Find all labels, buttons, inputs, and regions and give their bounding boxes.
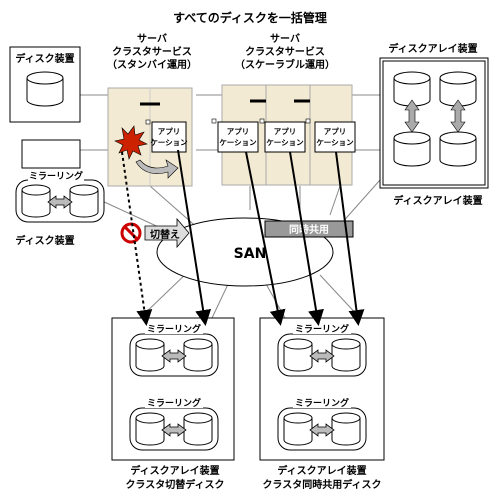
network-lines	[80, 94, 381, 319]
app-scalable-3-line2: ケーション	[316, 138, 354, 147]
bl-mirror-1-label: ミラーリング	[147, 323, 201, 335]
br-caption-2: クラスタ同時共用ディスク	[262, 478, 381, 491]
app-scalable-1: アプリ ケーション	[217, 121, 259, 153]
shared-label: 同時共用	[289, 223, 329, 236]
disk-device-bottom-label: ディスク装置	[15, 234, 74, 247]
san-label: SAN	[234, 246, 267, 262]
app-standby: アプリ ケーション	[150, 121, 188, 153]
app-scalable-2: アプリ ケーション	[264, 121, 306, 153]
bl-caption-1: ディスクアレイ装置	[130, 464, 219, 477]
switch-label: 切替え	[150, 228, 180, 241]
br-mirror-1	[277, 333, 367, 377]
bl-caption-2: クラスタ切替ディスク	[125, 478, 224, 491]
br-mirror-2-bg	[293, 397, 351, 408]
disk-device-top-cylinder	[26, 71, 64, 107]
right-array-label-bottom: ディスクアレイ装置	[393, 194, 482, 207]
bl-mirror-1-bg	[145, 323, 203, 334]
scalable-arrow-2	[289, 151, 324, 326]
server-scalable-line1: サーバ	[270, 33, 300, 45]
left-mirroring-label: ミラーリング	[29, 170, 83, 182]
disk-device-top-label: ディスク装置	[15, 52, 74, 65]
app-scalable-3-line1: アプリ	[324, 126, 347, 136]
left-mirror-pair	[15, 179, 105, 223]
server-standby-line2: クラスタサービス	[112, 45, 192, 58]
right-array-label-top: ディスクアレイ装置	[388, 42, 477, 55]
left-mirroring-bg	[28, 170, 84, 181]
switch-arrow	[144, 217, 190, 249]
server-scalable-line3: （スケーラブル運用）	[235, 58, 335, 71]
br-mirror-2-label: ミラーリング	[295, 397, 349, 409]
diagram-title: すべてのディスクを一括管理	[173, 10, 327, 25]
app-standby-line2: ケーション	[150, 138, 188, 147]
shared-box	[264, 220, 354, 238]
scalable-arrow-3	[335, 151, 365, 326]
app-scalable-2-line2: ケーション	[266, 138, 304, 147]
br-mirror-1-label: ミラーリング	[295, 323, 349, 335]
disk-device-bottom-box	[21, 139, 81, 169]
server-standby-line3: （スタンバイ運用）	[107, 58, 197, 71]
server-standby-line1: サーバ	[137, 33, 167, 45]
br-caption-1: ディスクアレイ装置	[277, 464, 366, 477]
app-scalable-2-line1: アプリ	[274, 126, 297, 136]
server-scalable-line2: クラスタサービス	[245, 45, 325, 58]
bl-mirror-2-label: ミラーリング	[147, 397, 201, 409]
right-disk-array	[379, 57, 489, 189]
standby-dotted-arrow	[121, 151, 153, 326]
bl-mirror-2-bg	[145, 397, 203, 408]
app-scalable-3: アプリ ケーション	[314, 121, 356, 153]
scalable-arrow-1	[245, 151, 286, 326]
prohibited-icon	[120, 222, 142, 244]
failure-burst-icon	[114, 125, 148, 160]
br-mirror-2	[277, 407, 367, 451]
failover-arrow-icon	[135, 159, 179, 179]
bl-mirror-2	[129, 407, 219, 451]
standby-active-arrow	[177, 149, 212, 326]
app-scalable-1-line1: アプリ	[227, 126, 250, 136]
app-scalable-1-line2: ケーション	[219, 138, 257, 147]
app-standby-line1: アプリ	[158, 126, 181, 136]
br-mirror-1-bg	[293, 323, 351, 334]
bl-mirror-1	[129, 333, 219, 377]
